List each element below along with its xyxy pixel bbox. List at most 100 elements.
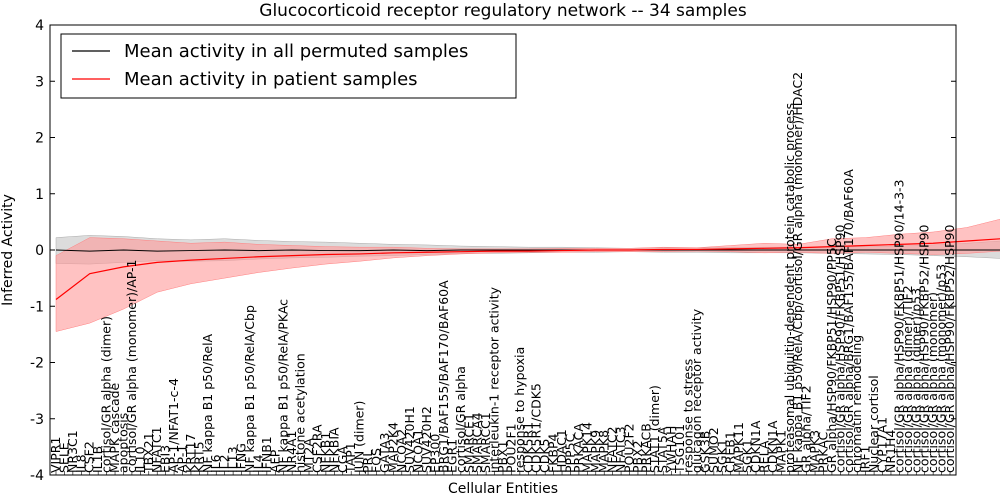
x-tick-label: cortisol/GR alpha bbox=[453, 366, 468, 473]
x-tick-label: AFP bbox=[267, 449, 282, 473]
x-tick-label: SUV420H1 bbox=[402, 406, 417, 473]
x-tick-label: NFKB1 bbox=[318, 432, 333, 473]
x-tick-label: IL10 bbox=[132, 446, 147, 473]
x-tick-label: GATA3 bbox=[377, 433, 392, 473]
x-tick-label: PRKAC bbox=[815, 431, 830, 473]
x-tick-label: BRG1/BAF155/BAF170/BAF60A bbox=[436, 280, 451, 473]
x-tick-label: NF kappa B1 p50/RelA/Cbp/cortisol/GR alp… bbox=[790, 72, 805, 473]
x-tick-label: cortisol/GR alpha (monomer) bbox=[925, 292, 940, 473]
x-tick-label: PRL bbox=[360, 450, 375, 473]
x-tick-label: POU2F2 bbox=[622, 423, 637, 473]
x-tick-label: NCOA2 bbox=[394, 429, 409, 473]
x-tick-label: cortisol/GR alpha (monomer)/p53 bbox=[934, 264, 949, 473]
x-tick-label: cortisol/GR alpha/HSP90/FKBP51/HSP90/14-… bbox=[891, 179, 906, 473]
x-tick-label: CSF2RA bbox=[309, 424, 324, 473]
x-tick-label: IFNB1 bbox=[259, 436, 274, 473]
x-tick-label: MT2A bbox=[301, 438, 316, 473]
x-tick-label: AP-1/NFAT1-c-4 bbox=[166, 378, 181, 473]
x-tick-label: PRKACA bbox=[571, 423, 586, 473]
x-tick-label: IRF1 bbox=[858, 445, 873, 473]
y-tick-label: 2 bbox=[35, 131, 44, 147]
legend-label-patient: Mean activity in patient samples bbox=[124, 69, 418, 90]
x-tick-label: CSF2 bbox=[82, 441, 97, 473]
x-tick-label: SUMO2 bbox=[706, 427, 721, 473]
y-axis-label: Inferred Activity bbox=[0, 194, 16, 306]
x-tick-label: PRKACB bbox=[638, 423, 653, 473]
x-tick-label: NF kappa B1 p50/RelA bbox=[200, 333, 215, 473]
x-tick-label: SMARCA4 bbox=[470, 412, 485, 473]
y-ticks: -4 -3 -2 -1 0 1 2 3 4 bbox=[30, 18, 956, 484]
x-tick-label: FOS bbox=[368, 448, 383, 473]
x-tick-label: SGK1 bbox=[714, 439, 729, 473]
x-tick-label: KRT5 bbox=[191, 441, 206, 473]
x-tick-label: NFATC3 bbox=[613, 426, 628, 473]
x-tick-label: cortisol/GR alpha (dimer) bbox=[99, 316, 114, 473]
x-tick-label: TAP1 bbox=[343, 442, 358, 474]
y-tick-label: 4 bbox=[35, 18, 44, 34]
x-tick-label: PBX1 bbox=[495, 440, 510, 473]
x-tick-label: glucagon receptor activity bbox=[689, 308, 704, 473]
x-tick-label: PBX2 bbox=[630, 440, 645, 473]
x-tick-label: FKBP4 bbox=[546, 433, 561, 473]
x-tick-label: IL13 bbox=[225, 446, 240, 473]
x-tick-label: CDKN1A bbox=[748, 420, 763, 473]
x-tick-label: cortisol/GR alpha (dimer)/TIF2 bbox=[900, 285, 915, 473]
x-tick-label: NFKBIA bbox=[326, 427, 341, 473]
legend: Mean activity in all permuted samples Me… bbox=[60, 33, 517, 99]
x-tick-label: cortisol/GR alpha/HSP90/FKBP51/HSP90 bbox=[832, 224, 847, 473]
legend-box bbox=[60, 33, 517, 99]
x-tick-label: AP-1 bbox=[175, 445, 190, 473]
x-tick-label: response to stress bbox=[681, 359, 696, 473]
x-tick-label: cortisol/GR alpha (dimer)/p53 bbox=[908, 288, 923, 473]
x-tick-label: MAPK3 bbox=[807, 430, 822, 473]
x-tick-label: proteasomal ubiquitin-dependent protein … bbox=[782, 103, 797, 473]
x-tick-label: POU2F1 bbox=[503, 423, 518, 473]
y-tick-label: 1 bbox=[35, 187, 44, 203]
x-tick-label: IL4 bbox=[250, 454, 265, 473]
x-tick-label: IL6 bbox=[208, 454, 223, 473]
x-tick-label: MAPK cascade bbox=[107, 382, 122, 473]
x-tick-label: HDAC1 bbox=[554, 429, 569, 473]
x-tick-label: Nuclear cortisol bbox=[866, 375, 881, 473]
x-tick-label: IFNG bbox=[234, 443, 249, 473]
x-axis-label: Cellular Entities bbox=[448, 481, 558, 497]
x-tick-label: EBI3 bbox=[158, 445, 173, 473]
x-tick-label: response to hypoxia bbox=[512, 347, 527, 473]
confidence-bands bbox=[55, 218, 1000, 332]
x-tick-label: SUV420H2 bbox=[419, 406, 434, 473]
x-tick-label: CDK5R1/CDK5 bbox=[529, 383, 544, 473]
patient-band bbox=[55, 218, 1000, 332]
permuted-mean-line bbox=[55, 249, 1000, 252]
x-tick-label: NFATC2 bbox=[605, 426, 620, 473]
x-tick-label: NCOA1 bbox=[411, 429, 426, 473]
x-tick-label: interleukin-1 receptor activity bbox=[487, 286, 502, 473]
x-tick-label: NF kappa B1 p50/RelA/PKAc bbox=[276, 299, 291, 473]
x-tick-label: STAT1 (dimer) bbox=[647, 385, 662, 473]
x-tick-label: KRT17 bbox=[183, 433, 198, 473]
y-tick-label: 3 bbox=[35, 74, 44, 90]
x-tick-label: IL8 bbox=[73, 454, 88, 473]
x-tick-label: EP300 bbox=[428, 434, 443, 473]
x-tick-label: MAP2K4 bbox=[385, 422, 400, 473]
x-tick-label: SELE bbox=[56, 442, 71, 473]
x-tick-label: GSK3B bbox=[697, 431, 712, 473]
x-tick-label: NF kappa B1 p50/RelA/Cbp bbox=[242, 305, 257, 473]
x-tick-label: YWHAH bbox=[664, 426, 679, 474]
x-tick-label: apoptosis bbox=[115, 413, 130, 473]
x-tick-label: CDK5 bbox=[537, 438, 552, 473]
y-tick-label: 0 bbox=[35, 243, 44, 259]
x-tick-label: CREB1 bbox=[723, 431, 738, 473]
y-tick-label: -4 bbox=[30, 468, 44, 484]
x-tick-label: GR alpha/TIF2 bbox=[799, 385, 814, 473]
x-tick-label: MAPK9 bbox=[588, 430, 603, 473]
x-tick-label: PPP5C bbox=[562, 433, 577, 473]
y-tick-label: -3 bbox=[30, 412, 44, 428]
y-tick-label: -2 bbox=[30, 356, 44, 372]
x-tick-label: NFATC1 bbox=[149, 426, 164, 473]
x-tick-label: histone acetylation bbox=[293, 353, 308, 473]
x-tick-label: NR1H4 bbox=[883, 430, 898, 473]
x-tick-label: MAPK1 bbox=[773, 430, 788, 473]
x-tick-label: CDK5R1 bbox=[520, 422, 535, 473]
y-tick-label: -1 bbox=[30, 299, 44, 315]
